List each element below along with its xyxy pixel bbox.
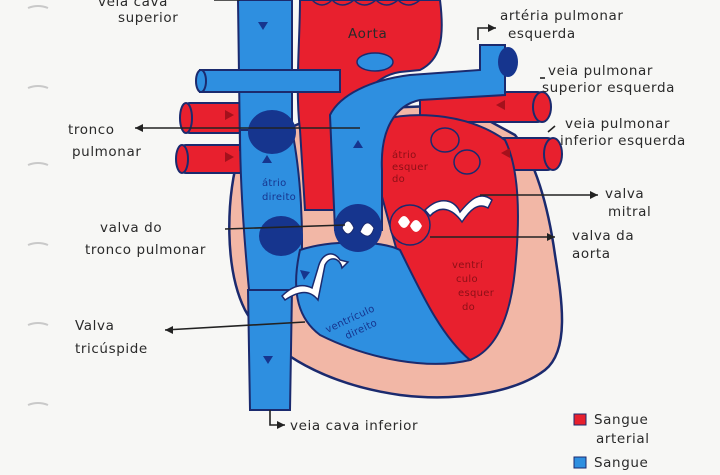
right-ventricle: [295, 241, 473, 365]
tronco-pulmonar-opening: [248, 110, 296, 154]
label-atrio-esquerdo: átrio esquer do: [392, 149, 432, 185]
right-atrium-opening: [259, 216, 303, 256]
mitral-valve: [423, 195, 493, 224]
left-atrium-vein-opening-2: [453, 149, 481, 175]
pulmonary-artery-right-end: [195, 69, 207, 93]
label-valva-tricuspide: Valva tricúspide: [75, 318, 148, 357]
label-valva-aorta: valva da aorta: [572, 228, 639, 262]
pulmonary-artery-right-branch: [199, 69, 341, 93]
label-aorta: Aorta: [348, 26, 387, 42]
label-tronco-pulmonar: tronco pulmonar: [68, 122, 141, 160]
right-atrium: [238, 129, 303, 302]
label-veia-cava-inferior: veia cava inferior: [290, 418, 418, 434]
aortic-valve: [389, 204, 431, 246]
label-veia-pulmonar-inferior-esquerda: veia pulmonar inferior esquerda: [560, 116, 686, 149]
pointer-lines: [135, 0, 598, 426]
label-arteria-pulmonar-esquerda: artéria pulmonar esquerda: [500, 8, 628, 42]
label-valva-mitral: valva mitral: [605, 186, 651, 220]
label-valva-tronco-pulmonar: valva do tronco pulmonar: [85, 220, 206, 258]
legend: Sangue arterial Sangue: [573, 412, 653, 471]
legend-swatch-arterial: [573, 413, 587, 426]
label-veia-cava-superior: veia cava superior: [98, 0, 178, 26]
aorta-top-bumps: [311, 0, 421, 6]
notebook-margin-marks: [27, 5, 49, 406]
inferior-vena-cava: [246, 289, 294, 411]
left-atrium-vein-opening-1: [430, 127, 460, 153]
legend-label-arterial: Sangue arterial: [594, 412, 653, 447]
label-veia-pulmonar-superior-esquerda: veia pulmonar superior esquerda: [542, 63, 675, 96]
label-ventriculo-esquerdo: ventrí culo esquer do: [452, 259, 498, 313]
legend-swatch-venoso: [573, 456, 587, 469]
pulmonary-artery-left-end: [498, 47, 518, 77]
tricuspid-valve: [281, 253, 350, 302]
legend-label-venoso: Sangue: [594, 455, 648, 471]
pulmonary-valve: [334, 204, 382, 252]
flow-arrows-red: [225, 100, 510, 162]
pulmonary-trunk-vessel: [328, 44, 506, 231]
flow-arrows: [258, 22, 363, 364]
label-atrio-direito: átrio direito: [262, 177, 296, 203]
aorta-opening: [356, 52, 394, 72]
pointer-arrowheads: [135, 24, 598, 429]
